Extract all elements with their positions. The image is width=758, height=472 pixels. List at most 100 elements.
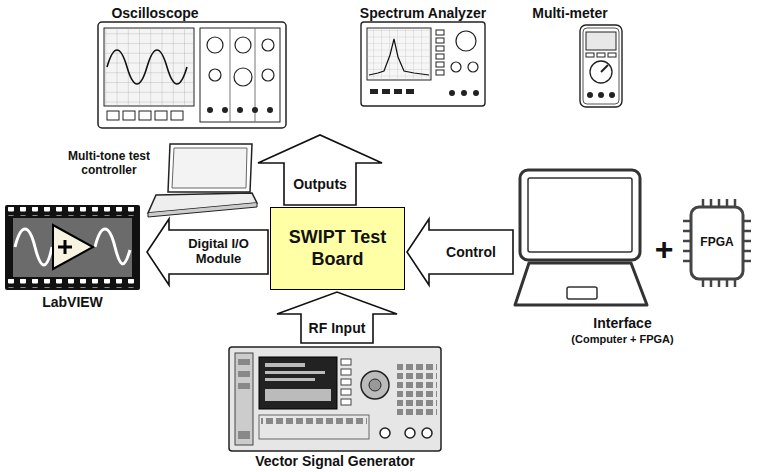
drawing-part (468, 62, 478, 72)
drawing-part (382, 89, 390, 94)
drawing-part (262, 39, 274, 51)
drawing-part (451, 31, 478, 72)
drawing-part (367, 28, 431, 80)
drawing-part (207, 107, 213, 113)
drawing-part (436, 30, 444, 75)
drawing-part (5, 205, 140, 290)
drawing-part (361, 371, 389, 399)
instrument-node: Multi-meter (520, 5, 625, 108)
drawing-part (107, 111, 119, 120)
drawing-part (587, 92, 593, 98)
instrument-node: Spectrum Analyzer (358, 5, 488, 108)
drawing-part (370, 89, 378, 94)
drawing-part (235, 37, 251, 53)
board-box: SWIPT Test Board (270, 207, 405, 290)
drawing-part (341, 359, 351, 365)
drawing-part (262, 69, 274, 81)
drawing-part (608, 53, 616, 57)
drawing-part (123, 111, 135, 120)
drawing-part (436, 62, 444, 67)
drawing-part (515, 263, 647, 305)
drawing-part (394, 89, 402, 94)
drawing-part (238, 431, 250, 439)
node-heading: Multi-tone test controller (62, 150, 156, 178)
drawing-part (473, 90, 479, 96)
drawing-part (265, 378, 315, 381)
drawing-part (172, 148, 247, 188)
arrow-label: Control (431, 244, 511, 260)
drawing-part (7, 207, 138, 216)
drawing-part (98, 22, 286, 128)
drawing-part (207, 107, 273, 113)
drawing-part (609, 92, 615, 98)
drawing-part (207, 37, 274, 86)
drawing-part (601, 65, 608, 72)
block-arrow (277, 292, 397, 343)
drawing-part (107, 111, 183, 120)
chip-label: FPGA (691, 236, 743, 250)
drawing-part (238, 359, 250, 365)
drawing-part (367, 28, 431, 80)
drawing-part (230, 28, 255, 122)
drawing-part (397, 363, 437, 417)
instrument-node: Oscilloscope (95, 5, 290, 133)
drawing-part (234, 68, 252, 86)
drawing-part (586, 32, 616, 50)
instrument-drawing (225, 345, 445, 470)
drawing-part (436, 30, 444, 35)
drawing-part (259, 415, 369, 439)
instrument-node: Interface(Computer + FPGA)+FPGA (515, 165, 755, 355)
drawing-part (590, 61, 612, 83)
drawing-part (436, 38, 444, 43)
node-heading: Oscilloscope (95, 5, 215, 21)
drawing-part (341, 359, 351, 405)
plus-sign: + (645, 231, 683, 268)
drawing-part (261, 417, 367, 427)
drawing-part (436, 54, 444, 59)
drawing-part (341, 389, 351, 395)
instrument-node: Vector Signal Generator (225, 345, 445, 470)
block-arrow (258, 135, 382, 205)
drawing-part (13, 218, 132, 277)
drawing-part (168, 144, 252, 192)
drawing-part (369, 39, 429, 75)
drawing-part (265, 389, 331, 401)
drawing-part (229, 347, 441, 451)
drawing-part (155, 111, 167, 120)
drawing-part (528, 178, 632, 252)
drawing-part (456, 31, 476, 51)
drawing-part (58, 240, 72, 254)
arrow-label: Outputs (280, 176, 360, 192)
drawing-part (252, 107, 258, 113)
drawing-part (238, 371, 250, 377)
node-heading: Vector Signal Generator (225, 453, 445, 469)
drawing-part (259, 357, 337, 409)
drawing-part (369, 379, 381, 391)
drawing-part (265, 371, 325, 374)
drawing-part (265, 363, 305, 367)
drawing-part (586, 53, 594, 57)
drawing-part (422, 428, 432, 438)
drawing-part (238, 383, 250, 389)
drawing-part (15, 229, 52, 265)
drawing-part (691, 207, 743, 279)
drawing-part (405, 428, 415, 438)
drawing-part (406, 89, 414, 94)
drawing-part (361, 22, 485, 106)
drawing-part (580, 25, 622, 107)
drawing-part (95, 229, 130, 264)
block-arrow (407, 219, 513, 285)
drawing-part (222, 107, 228, 113)
node-heading: Interface (515, 315, 730, 331)
drawing-part (436, 70, 444, 75)
drawing-part (567, 287, 597, 299)
drawing-part (7, 279, 138, 288)
arrow-label: RF Input (298, 320, 376, 336)
drawing-part (461, 90, 467, 96)
drawing-part (104, 28, 194, 106)
drawing-part (235, 353, 253, 445)
instrument-drawing (95, 5, 290, 133)
drawing-part (265, 363, 331, 401)
drawing-part (436, 46, 444, 51)
drawing-part (104, 28, 194, 106)
